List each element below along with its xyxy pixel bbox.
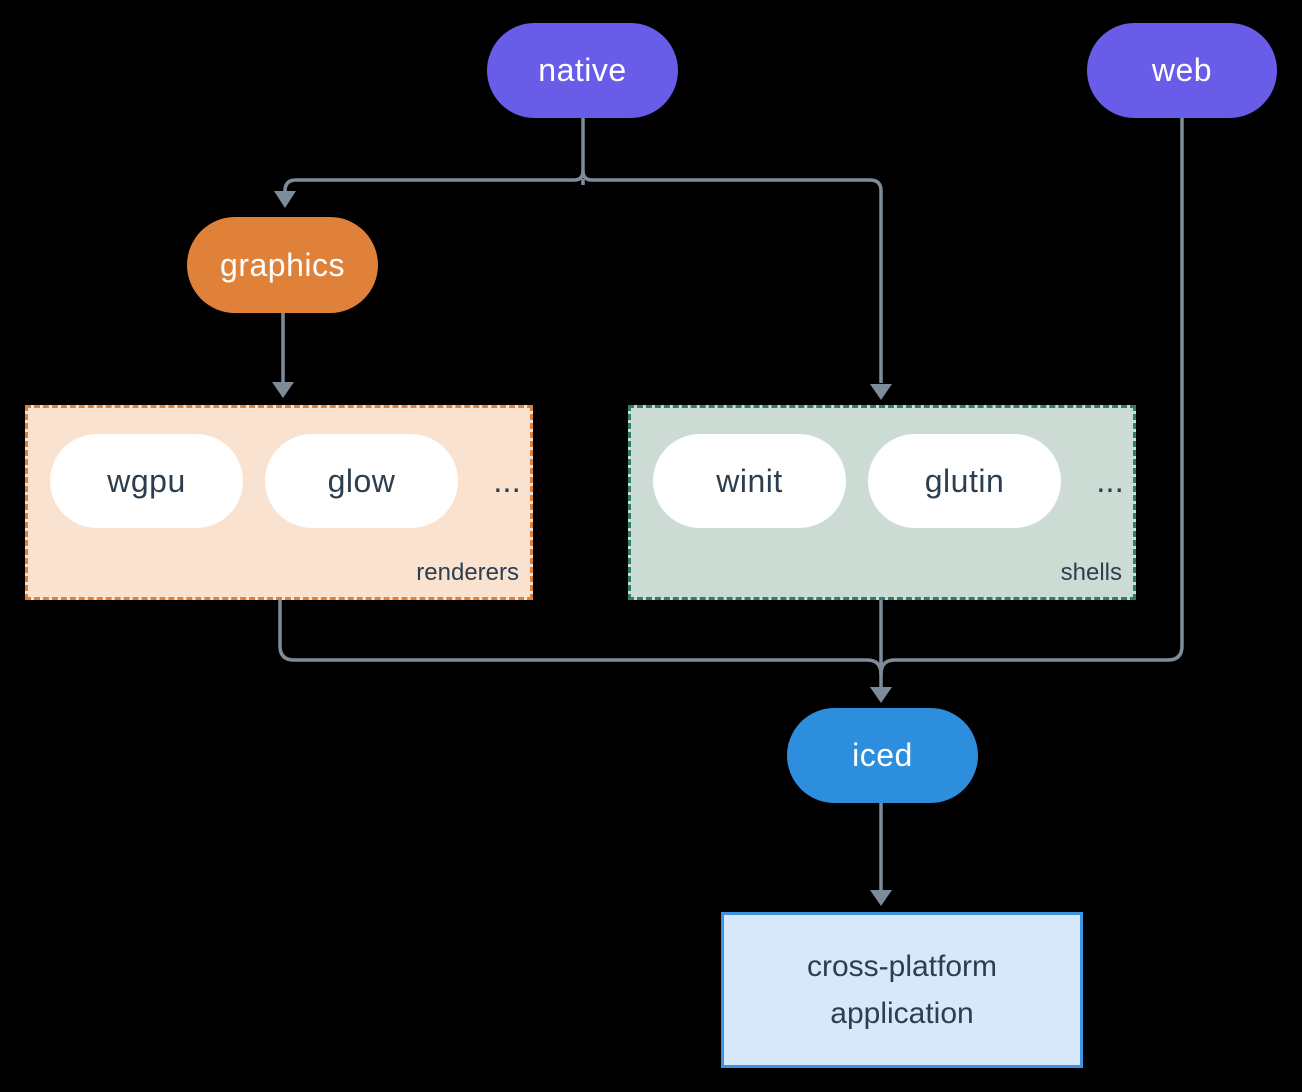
arrowhead-graphics	[274, 191, 296, 208]
node-web-label: web	[1151, 52, 1213, 88]
arrowhead-shells	[870, 384, 892, 400]
node-glutin: glutin	[868, 434, 1061, 528]
node-iced-label: iced	[852, 737, 913, 773]
node-web: web	[1087, 23, 1277, 118]
node-glow-label: glow	[327, 462, 396, 499]
arrowhead-app	[870, 890, 892, 906]
node-native: native	[487, 23, 678, 118]
node-winit: winit	[653, 434, 846, 528]
node-wgpu-label: wgpu	[107, 462, 186, 499]
node-cross-platform-application: cross-platform application	[721, 912, 1083, 1068]
node-app-label: cross-platform application	[806, 950, 998, 1030]
edge-native-graphics	[283, 118, 585, 192]
shells-group-label: shells	[1060, 559, 1122, 586]
node-glutin-label: glutin	[924, 462, 1005, 499]
shells-ellipsis: ...	[1096, 462, 1124, 499]
node-iced: iced	[787, 708, 978, 803]
renderers-ellipsis: ...	[493, 462, 521, 499]
node-wgpu: wgpu	[50, 434, 243, 528]
renderers-group-label: renderers	[416, 559, 519, 586]
node-glow: glow	[265, 434, 458, 528]
node-native-label: native	[538, 52, 627, 88]
arrowhead-renderers	[272, 382, 294, 398]
group-renderers: wgpu glow ... renderers	[25, 405, 533, 600]
group-shells: winit glutin ... shells	[628, 405, 1136, 600]
edge-native-shells	[581, 170, 883, 383]
node-graphics-label: graphics	[220, 246, 345, 283]
node-winit-label: winit	[716, 462, 783, 499]
arrowhead-iced	[870, 687, 892, 703]
edge-renderers-iced	[278, 600, 883, 675]
node-graphics: graphics	[187, 217, 378, 313]
